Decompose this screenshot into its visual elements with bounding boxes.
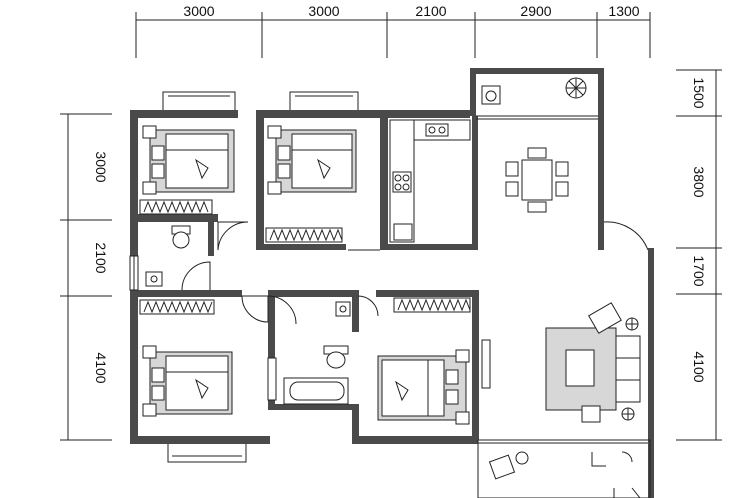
top-dimension-chain: 3000 3000 2100 2900 1300 xyxy=(135,3,651,58)
bedroom-top-left xyxy=(139,125,235,215)
bathroom-main xyxy=(283,301,351,405)
wardrobe-icon xyxy=(265,227,343,243)
doors xyxy=(181,221,649,325)
plant-icon xyxy=(565,77,587,99)
armchair-icon xyxy=(588,302,622,334)
door-swing-icon xyxy=(241,295,269,323)
door-swing-icon xyxy=(267,295,297,325)
dim-top-4: 2900 xyxy=(520,3,551,19)
door-swing-icon xyxy=(217,221,249,251)
bed-icon xyxy=(142,345,233,417)
bathtub-icon xyxy=(283,377,349,405)
bed-icon xyxy=(267,125,357,195)
door-swing-icon xyxy=(603,221,649,251)
dim-top-1: 3000 xyxy=(183,3,214,19)
dim-left-3: 4100 xyxy=(93,352,109,383)
dining-table-icon xyxy=(505,147,569,213)
bedroom-top-middle xyxy=(265,125,357,243)
dim-left-2: 2100 xyxy=(93,242,109,273)
door-swing-icon xyxy=(357,295,379,317)
armchair-icon xyxy=(488,451,529,480)
sink-icon xyxy=(145,271,163,287)
wall-windows xyxy=(129,115,648,444)
bedroom-bottom-middle xyxy=(377,297,491,425)
living-room xyxy=(545,302,641,423)
dim-top-5: 1300 xyxy=(608,3,639,19)
left-dimension-chain: 3000 2100 4100 xyxy=(60,113,112,441)
dim-top-2: 3000 xyxy=(308,3,339,19)
door-swing-icon xyxy=(181,261,211,291)
wardrobe-icon xyxy=(393,297,471,313)
bed-icon xyxy=(377,349,470,425)
dim-right-4: 4100 xyxy=(691,351,707,382)
balcony-top xyxy=(481,77,587,105)
wardrobe-icon xyxy=(139,299,215,315)
bedroom-bottom-left xyxy=(139,299,277,417)
kitchen xyxy=(389,119,471,243)
right-dimension-chain: 1500 3800 1700 4100 xyxy=(676,69,722,441)
wardrobe-icon xyxy=(139,199,213,215)
toilet-icon xyxy=(323,345,349,369)
balcony-bottom xyxy=(488,451,641,498)
dim-top-3: 2100 xyxy=(415,3,446,19)
bathroom-upper xyxy=(145,225,191,287)
dim-right-3: 1700 xyxy=(691,255,707,286)
dim-left-1: 3000 xyxy=(93,151,109,182)
dim-right-1: 1500 xyxy=(691,77,707,108)
stove-icon xyxy=(392,171,412,193)
washing-machine-icon xyxy=(481,85,501,105)
bed-icon xyxy=(142,125,235,195)
dim-right-2: 3800 xyxy=(691,166,707,197)
sofa-icon xyxy=(545,327,641,411)
toilet-icon xyxy=(171,225,191,249)
sink-icon xyxy=(335,301,351,317)
